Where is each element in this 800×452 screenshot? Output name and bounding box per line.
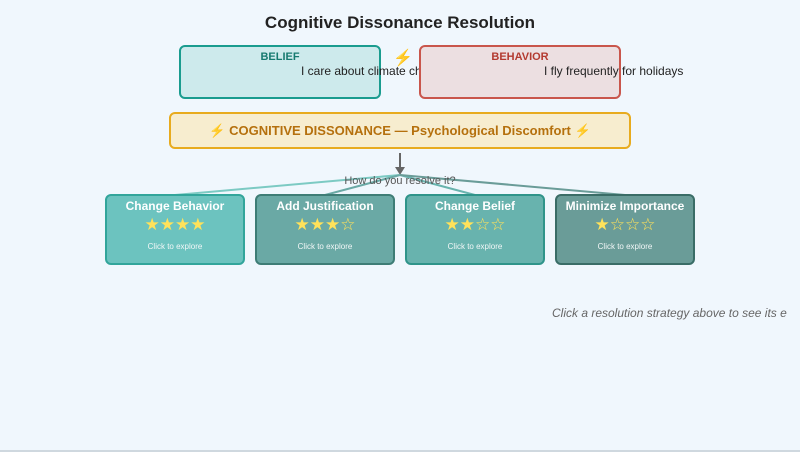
strategy-cta: Click to explore [147, 242, 203, 251]
lightning-icon: ⚡ [393, 50, 413, 67]
strategy-minimize-importance[interactable]: Minimize Importance ★☆☆☆ Click to explor… [555, 194, 695, 265]
star-rating-icon: ★☆☆☆ [594, 215, 656, 234]
strategy-change-behavior[interactable]: Change Behavior ★★★★ Click to explore [105, 194, 245, 265]
star-rating-icon: ★★★☆ [294, 215, 356, 234]
belief-box: BELIEF [179, 45, 381, 99]
strategy-name: Change Behavior [125, 199, 225, 213]
star-rating-icon: ★★☆☆ [444, 215, 506, 234]
dissonance-text: ⚡ COGNITIVE DISSONANCE — Psychological D… [209, 122, 591, 138]
page-title: Cognitive Dissonance Resolution [264, 13, 536, 32]
strategy-name: Change Belief [434, 199, 515, 213]
belief-label: BELIEF [260, 51, 300, 63]
behavior-label: BEHAVIOR [491, 51, 549, 63]
bottom-divider [0, 450, 800, 452]
resolution-question: How do you resolve it? [344, 175, 456, 187]
belief-text: I care about climate change [301, 64, 449, 78]
strategy-name: Minimize Importance [565, 199, 685, 213]
star-rating-icon: ★★★★ [144, 215, 206, 234]
instruction-hint: Click a resolution strategy above to see… [552, 306, 787, 320]
strategy-cta: Click to explore [597, 242, 653, 251]
strategy-name: Add Justification [276, 199, 374, 213]
behavior-text: I fly frequently for holidays [544, 64, 684, 78]
behavior-box: BEHAVIOR [419, 45, 621, 99]
dissonance-banner: ⚡ COGNITIVE DISSONANCE — Psychological D… [169, 112, 631, 149]
strategy-change-belief[interactable]: Change Belief ★★☆☆ Click to explore [405, 194, 545, 265]
down-arrow-head [395, 167, 405, 175]
strategy-cta: Click to explore [297, 242, 353, 251]
strategy-add-justification[interactable]: Add Justification ★★★☆ Click to explore [255, 194, 395, 265]
strategy-cta: Click to explore [447, 242, 503, 251]
